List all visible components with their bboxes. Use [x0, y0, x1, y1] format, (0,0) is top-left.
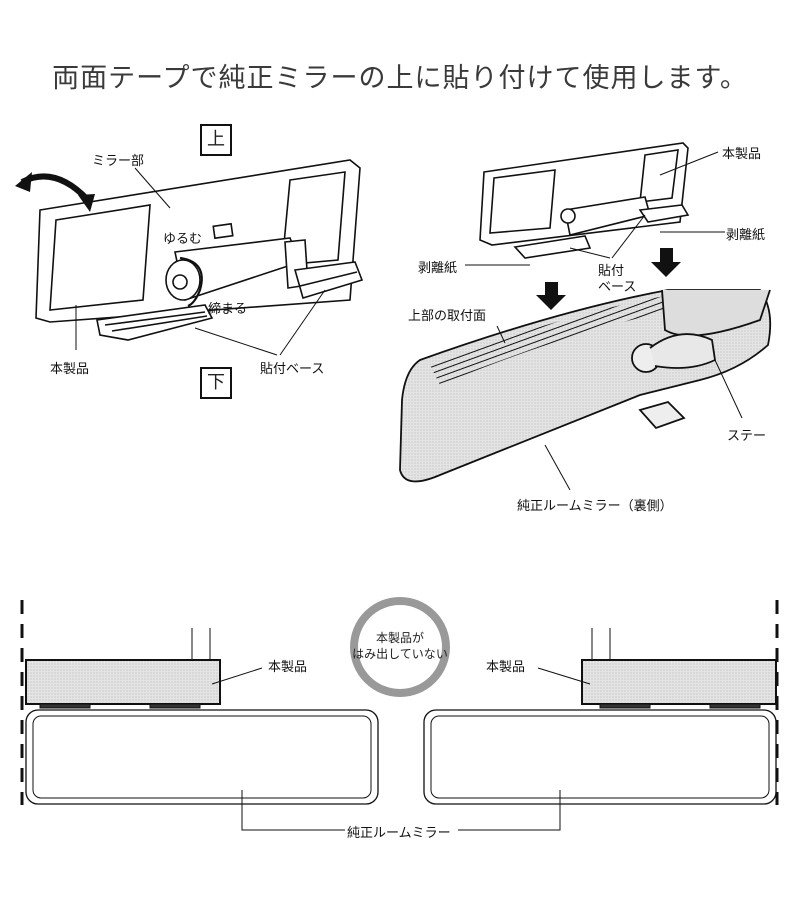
top-mount-surface-label: 上部の取付面 — [408, 309, 487, 324]
swing-arrow-icon — [20, 173, 91, 203]
loosen-label: ゆるむ — [163, 232, 203, 247]
stock-mirror-label: 純正ルームミラー — [347, 826, 451, 841]
release-paper-label-right: 剥離紙 — [726, 228, 766, 243]
product-label-bottom-right: 本製品 — [486, 660, 526, 675]
tighten-label: 締まる — [208, 302, 248, 317]
ok-circle-icon — [350, 597, 450, 697]
release-paper-label-left: 剥離紙 — [418, 261, 458, 276]
leader-lines-left — [75, 167, 326, 356]
mirror-part-label: ミラー部 — [92, 154, 145, 169]
mount-base-label-2: ベース — [598, 280, 637, 295]
page-title: 両面テープで純正ミラーの上に貼り付けて使用します。 — [52, 63, 748, 94]
bottom-right-view — [423, 600, 779, 805]
stock-mirror-back-label: 純正ルームミラー（裏側） — [517, 499, 673, 514]
note-line-2: はみ出していない — [352, 647, 448, 661]
product-label-bottom-left: 本製品 — [268, 660, 308, 675]
note-line-1: 本製品が — [375, 631, 424, 645]
rotate-arrow-icon — [179, 256, 203, 308]
product-label-right: 本製品 — [722, 147, 762, 162]
mount-base-label: 貼付ベース — [260, 362, 325, 377]
product-label-left: 本製品 — [50, 362, 90, 377]
leader-lines-bottom — [211, 667, 591, 831]
top-marker: 上 — [200, 124, 232, 156]
product-drawing-right — [479, 142, 690, 259]
mount-base-label-1: 貼付 — [598, 264, 625, 279]
not-protruding-note: 本製品が はみ出していない — [350, 630, 450, 662]
leader-lines-right — [465, 151, 743, 491]
stay-label: ステー — [727, 429, 767, 444]
bottom-left-view — [20, 600, 379, 805]
down-arrow-icons — [536, 248, 681, 310]
product-drawing-left — [35, 159, 364, 341]
bottom-marker: 下 — [200, 367, 232, 399]
stock-mirror-back — [399, 289, 772, 483]
